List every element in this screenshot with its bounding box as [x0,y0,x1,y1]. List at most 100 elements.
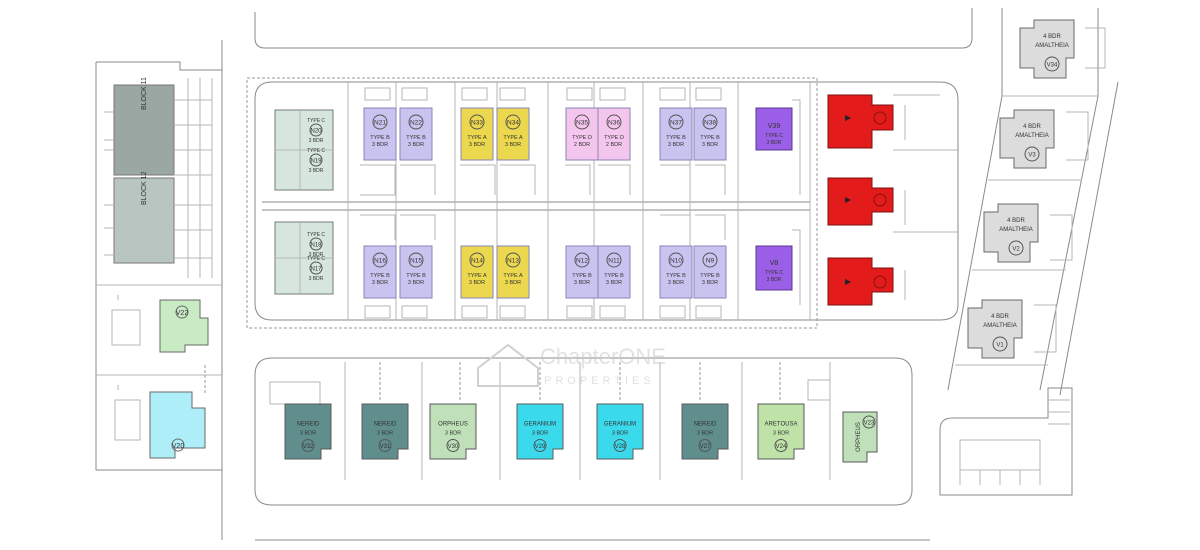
villa-v31-bdr: 3 BDR [377,431,393,437]
bottom-unit-marker-n12 [574,252,590,268]
red-villa-arrow-2 [845,197,851,203]
amaltheia-v3-name: AMALTHEIA [1015,133,1049,139]
amaltheia-v3-bdr: 4 BDR [1023,124,1041,130]
villa-v22-footprint [159,299,209,353]
villa-v24-footprint [757,403,805,460]
watermark: ChapterONE PROPERTIES [477,343,666,387]
top-unit-n38 [693,107,727,161]
top-unit-type-n21: TYPE B [370,135,390,141]
top-unit-n35 [565,107,599,161]
bottom-unit-type-n15: TYPE B [406,273,426,279]
bottom-lot-lines [344,362,831,480]
bottom-unit-code-n14: N14 [471,258,483,265]
villa-v24-code: V24 [776,444,787,450]
top-unit-marker-n37 [668,114,684,130]
lot-lines-pairs [395,82,691,320]
bottom-unit-n13 [496,245,530,299]
bottom-unit-code-n16: N16 [374,258,386,265]
typec-type-n20: TYPE C [307,118,325,124]
villa-v30-bdr: 3 BDR [445,431,461,437]
bottom-unit-n15 [399,245,433,299]
villa-v32-bdr: 3 BDR [300,431,316,437]
amaltheia-v1-bdr: 4 BDR [991,314,1009,320]
villa-v31-code: V31 [380,444,391,450]
red-villa-arrow-3 [845,279,851,285]
amaltheia-v34-marker [1044,56,1060,72]
top-unit-marker-n38 [702,114,718,130]
top-unit-type-n35: TYPE D [572,135,592,141]
typec-type-n17: TYPE C [307,256,325,262]
community-building [939,387,1073,496]
typec-marker-n20 [309,123,323,137]
block-slats [104,99,212,259]
block-11 [113,84,175,176]
top-unit-type-n37: TYPE B [666,135,686,141]
villa-v23-code: V23 [864,421,875,427]
central-block-road [254,81,959,321]
villa-v29-bdr: 3 BDR [532,431,548,437]
red-villa-marker-1 [873,111,887,125]
bottom-unit-bdr-n12: 3 BDR [574,280,590,286]
carport-marks [360,87,726,319]
villa-v32-code: V32 [303,444,314,450]
villa-v20-marker [171,438,185,452]
typec-marker-n18 [309,237,323,251]
top-unit-marker-n34 [505,114,521,130]
amaltheia-v34-name: AMALTHEIA [1035,43,1069,49]
villa-v20-footprint [149,391,206,459]
bottom-unit-code-n11: N11 [608,258,620,265]
villa-v27-name: NEREID [694,422,717,428]
left-pools [111,309,141,441]
bottom-unit-bdr-n15: 3 BDR [408,280,424,286]
amaltheia-v2-bdr: 4 BDR [1007,218,1025,224]
villa-v31-name: NEREID [374,422,397,428]
villa-v30-name: ORPHEUS [438,422,468,428]
block-12 [113,177,175,264]
villa-v27-bdr: 3 BDR [697,431,713,437]
top-unit-type-n33: TYPE A [467,135,487,141]
top-unit-marker-n33 [469,114,485,130]
amaltheia-v1-code: V1 [996,343,1004,349]
red-villa-marker-3 [873,275,887,289]
typec-marker-n19 [309,153,323,167]
bottom-unit-type-n12: TYPE B [572,273,592,279]
red-villas [827,94,958,306]
amaltheia-v3-marker [1024,146,1040,162]
villa-v28-bdr: 3 BDR [612,431,628,437]
violet-bdr-v39: 3 BDR [767,140,782,146]
top-unit-n37 [659,107,693,161]
top-unit-marker-n21 [372,114,388,130]
typec-code-n20: N20 [310,129,322,135]
amaltheia-v2-name: AMALTHEIA [999,227,1033,233]
block-11-label: BLOCK 11 [141,77,148,110]
villa-v30-code: V30 [448,444,459,450]
amaltheia-v3-footprint [999,109,1055,169]
amaltheia-pools [1034,27,1106,353]
central-dashed-boundary [246,77,818,329]
villa-v23-marker [862,415,876,429]
villa-v29-footprint [516,403,564,460]
villa-v22-code: V22 [176,310,189,317]
top-unit-bdr-n22: 3 BDR [408,142,424,148]
top-unit-bdr-n33: 3 BDR [469,142,485,148]
top-unit-n34 [496,107,530,161]
top-unit-type-n22: TYPE B [406,135,426,141]
typec-bdr-n18: 3 BDR [309,252,324,258]
bottom-unit-bdr-n9: 3 BDR [702,280,718,286]
top-unit-bdr-n36: 2 BDR [606,142,622,148]
top-unit-code-n22: N22 [410,120,422,127]
bottom-unit-code-n9: N9 [706,258,715,265]
type-c-group [274,109,334,295]
top-unit-type-n34: TYPE A [503,135,523,141]
top-unit-code-n33: N33 [471,120,483,127]
bottom-unit-type-n13: TYPE A [503,273,523,279]
top-unit-marker-n36 [606,114,622,130]
bottom-unit-n10 [659,245,693,299]
top-unit-bdr-n35: 2 BDR [574,142,590,148]
villa-v27-footprint [681,403,729,460]
amaltheia-v3-code: V3 [1028,153,1036,159]
watermark-line2: PROPERTIES [544,375,655,387]
villa-v23-name: ORPHEUS [856,422,862,452]
top-unit-code-n36: N36 [608,120,620,127]
